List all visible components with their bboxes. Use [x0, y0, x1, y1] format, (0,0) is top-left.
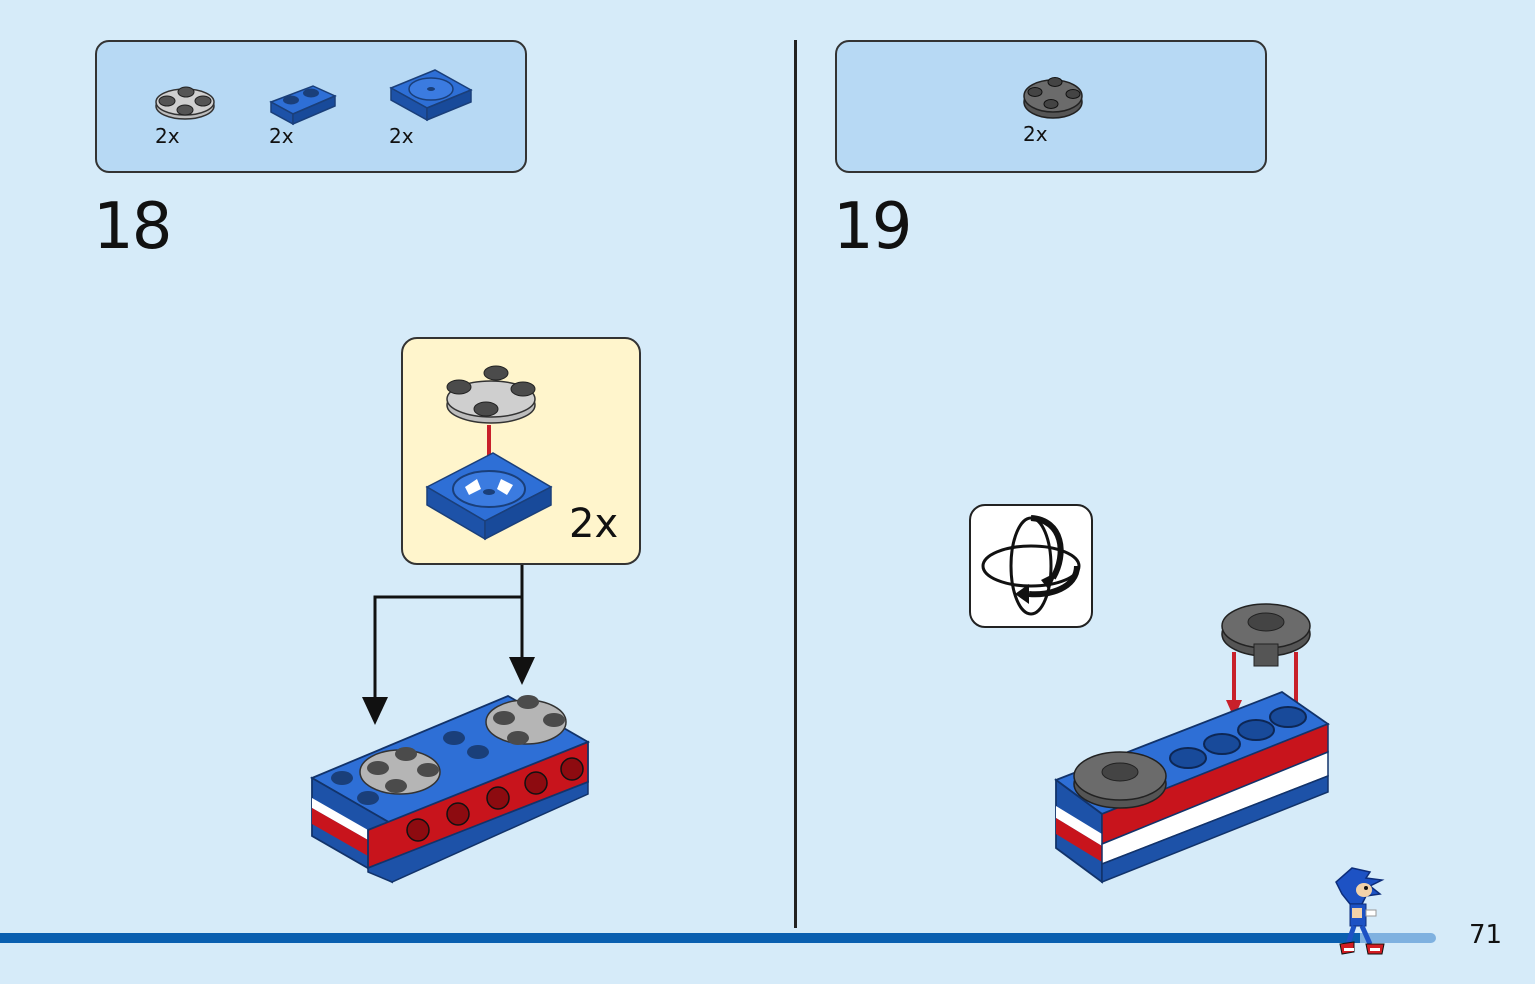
sonic-mascot-icon	[1335, 867, 1385, 955]
step-number-18: 18	[93, 190, 172, 264]
dark-gray-round-plate-icon	[1023, 77, 1083, 119]
rotate-model-indicator	[969, 504, 1093, 628]
page-number: 71	[1469, 920, 1503, 950]
footer-progress-tail	[1360, 933, 1436, 943]
step19-model-illustration	[1054, 603, 1330, 884]
blue-turntable-plate-icon	[389, 69, 473, 122]
part-qty: 2x	[269, 124, 294, 148]
step18-parts-list: 2x 2x 2x	[95, 40, 527, 173]
part-qty: 2x	[1023, 122, 1048, 146]
callout-quantity: 2x	[569, 501, 619, 547]
page-divider	[794, 40, 797, 928]
callout-arrows	[362, 565, 535, 725]
rotate-icon	[981, 515, 1081, 616]
step-number-19: 19	[833, 190, 912, 264]
subassembly-illustration	[425, 365, 553, 541]
step18-model-illustration	[309, 694, 591, 884]
part-qty: 2x	[155, 124, 180, 148]
part-qty: 2x	[389, 124, 414, 148]
subassembly-callout: 2x	[401, 337, 641, 565]
footer-bar	[0, 933, 1360, 943]
blue-1x2-plate-icon	[269, 85, 337, 126]
step19-parts-list: 2x	[835, 40, 1267, 173]
gray-round-plate-icon	[155, 86, 215, 120]
